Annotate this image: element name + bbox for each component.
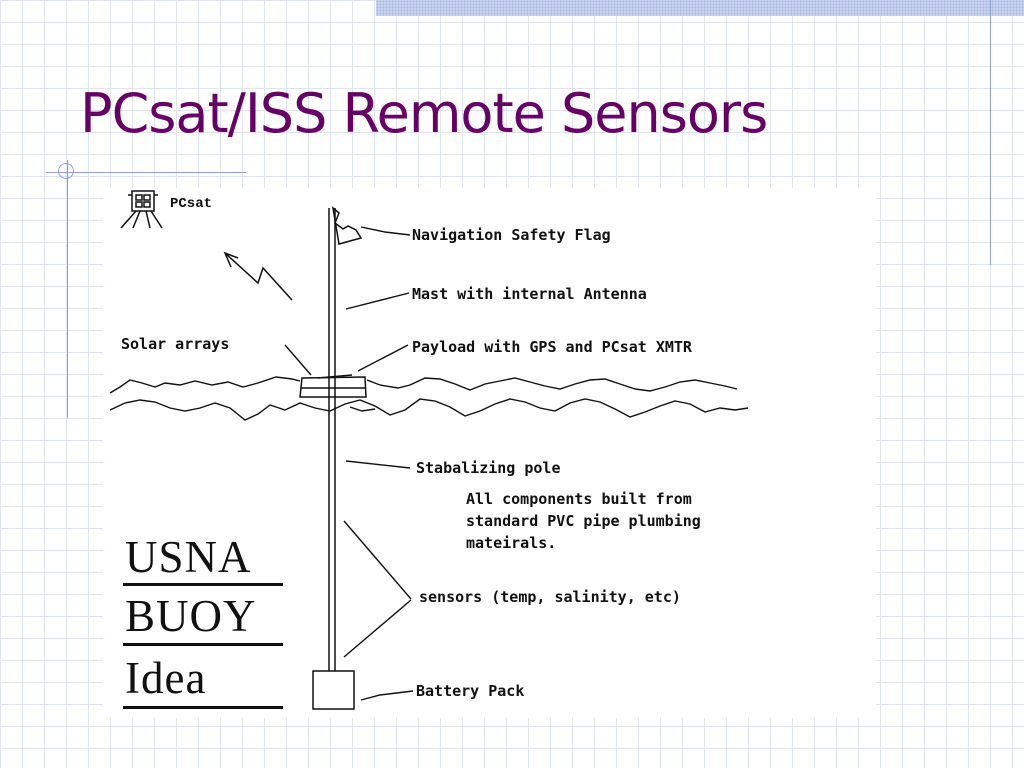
stamp-rule <box>123 583 283 586</box>
slide-title: PCsat/ISS Remote Sensors <box>80 82 768 145</box>
stamp-word-idea: Idea <box>125 653 207 703</box>
battery-label: Battery Pack <box>416 682 525 700</box>
leader-lines <box>284 226 414 701</box>
stamp-word-usna: USNA <box>125 532 252 582</box>
payload-float <box>299 374 367 398</box>
stamp-rule <box>123 706 283 709</box>
note-line: mateirals. <box>466 534 557 552</box>
construction-note: All components built from standard PVC p… <box>466 488 826 554</box>
satellite-icon <box>120 190 163 229</box>
right-accent-rule <box>990 0 991 265</box>
stamp-rule <box>123 643 283 646</box>
left-accent-rule <box>67 160 68 418</box>
battery-pack-box <box>312 670 355 710</box>
downlink-arrow-icon <box>223 251 293 301</box>
payload-label: Payload with GPS and PCsat XMTR <box>412 338 692 356</box>
mast-label: Mast with internal Antenna <box>412 285 647 303</box>
flag-label: Navigation Safety Flag <box>412 226 611 244</box>
pole-label: Stabalizing pole <box>416 459 561 477</box>
title-underline-rule <box>46 172 246 173</box>
water-surface <box>109 376 749 421</box>
buoy-mast <box>328 208 336 671</box>
note-line: All components built from <box>466 490 692 508</box>
satellite-label: PCsat <box>170 196 213 212</box>
sensors-label: sensors (temp, salinity, etc) <box>419 588 681 606</box>
note-line: standard PVC pipe plumbing <box>466 512 701 530</box>
diagram-panel <box>103 188 876 718</box>
header-band <box>376 0 1024 16</box>
safety-flag <box>331 206 363 245</box>
stamp-word-buoy: BUOY <box>125 591 257 641</box>
bullet-circle-icon <box>58 163 74 179</box>
solar-arrays-label: Solar arrays <box>121 335 230 353</box>
